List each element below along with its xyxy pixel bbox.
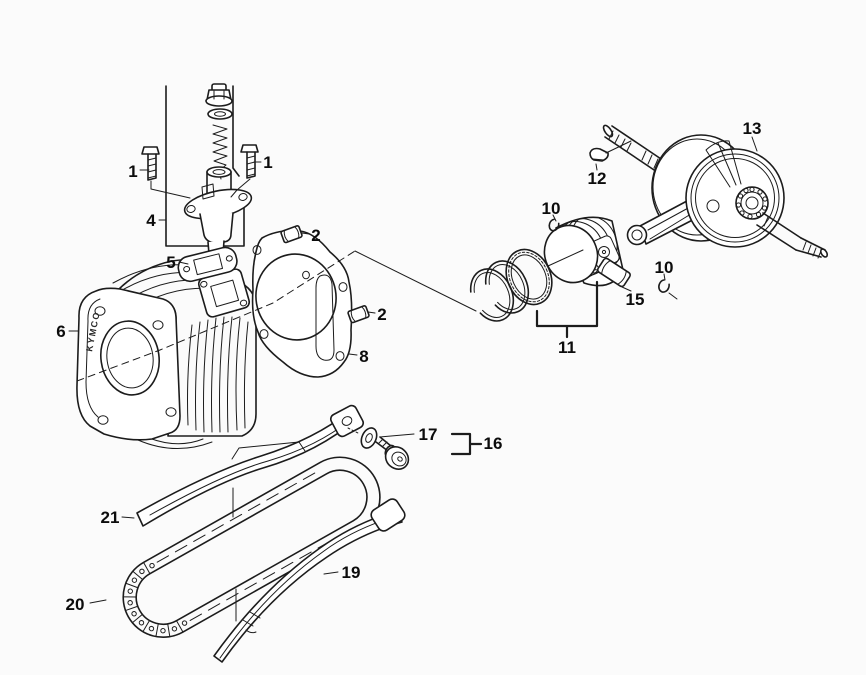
callout-labels: 1 1 2 2 4 5 6 8 10 10 11 12 13 15 16 17 … bbox=[56, 119, 761, 614]
dowel-pin-upper bbox=[280, 225, 303, 244]
cam-chain-guide bbox=[136, 404, 365, 527]
callout-6: 6 bbox=[56, 322, 65, 341]
bracket-group-4 bbox=[165, 85, 245, 247]
callout-1-right: 1 bbox=[263, 153, 272, 172]
callout-21: 21 bbox=[101, 508, 120, 527]
tensioner-cap-bolt bbox=[205, 83, 233, 107]
callout-10-right: 10 bbox=[655, 258, 674, 277]
bracket-group-16 bbox=[450, 432, 483, 456]
cylinder-block: KYMCO bbox=[76, 258, 257, 450]
piston-pin-clip-right bbox=[658, 279, 670, 293]
callout-leader-lines bbox=[68, 136, 758, 604]
callout-15: 15 bbox=[626, 290, 645, 309]
tensioner-bolt-left bbox=[141, 146, 160, 181]
callout-4: 4 bbox=[146, 211, 156, 230]
dowel-pin-lower bbox=[347, 305, 370, 324]
callout-11: 11 bbox=[558, 338, 576, 357]
callout-10-left: 10 bbox=[542, 199, 561, 218]
tensioner-body bbox=[183, 166, 253, 259]
chain-links bbox=[122, 561, 188, 638]
tensioner-washer bbox=[207, 108, 233, 120]
callout-16: 16 bbox=[484, 434, 503, 453]
assembly-axis-line bbox=[76, 250, 477, 382]
callout-19: 19 bbox=[342, 563, 361, 582]
tensioner-bolt-right bbox=[240, 144, 259, 179]
sealing-bolt bbox=[375, 436, 410, 470]
cylinder-gasket bbox=[251, 229, 353, 378]
callout-5: 5 bbox=[166, 253, 175, 272]
piston-pin-clip-left bbox=[548, 218, 560, 232]
callout-20: 20 bbox=[66, 595, 85, 614]
callout-1-left: 1 bbox=[128, 162, 137, 181]
woodruff-key bbox=[589, 140, 632, 162]
tensioner-gasket bbox=[177, 246, 238, 283]
callout-8: 8 bbox=[359, 347, 368, 366]
crankshaft-assembly bbox=[589, 124, 829, 259]
tensioner-spring bbox=[212, 124, 228, 180]
assembly-alignment-lines bbox=[232, 487, 237, 622]
crankshaft-right-shaft bbox=[756, 212, 829, 259]
callout-13: 13 bbox=[743, 119, 762, 138]
crankshaft-front-web bbox=[685, 140, 785, 248]
cam-chain-tensioner-group bbox=[141, 83, 259, 283]
bearing-balls bbox=[735, 186, 768, 220]
chain-tensioner-guide bbox=[213, 498, 406, 663]
callout-12: 12 bbox=[588, 169, 607, 188]
cylinder-bore bbox=[100, 320, 160, 396]
callout-2-lower: 2 bbox=[377, 305, 386, 324]
bracket-group-11 bbox=[535, 280, 599, 339]
callout-17: 17 bbox=[419, 425, 438, 444]
piston-pin bbox=[596, 257, 631, 288]
sealing-washer bbox=[360, 427, 378, 449]
callout-2-upper: 2 bbox=[311, 226, 320, 245]
